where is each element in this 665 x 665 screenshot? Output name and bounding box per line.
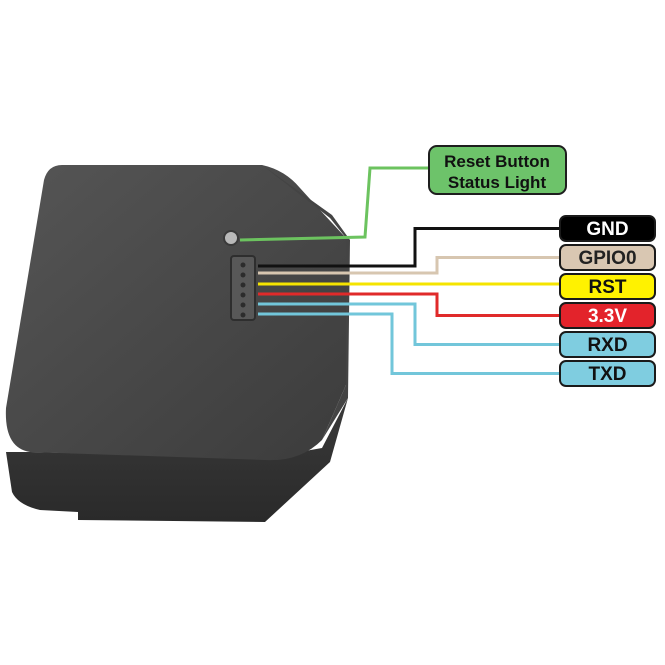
device-bottom-face — [6, 398, 348, 522]
device-module — [5, 165, 350, 522]
wires — [258, 227, 560, 375]
wire-v33 — [258, 292, 560, 317]
pin-label-text-gpio0: GPIO0 — [578, 248, 636, 269]
pin-label-box-rst — [559, 273, 656, 300]
pin-label-box-txd — [559, 360, 656, 387]
wire-gnd — [258, 227, 560, 268]
pin-label-rxd: RXD — [559, 331, 656, 358]
pin-label-box-v33 — [559, 302, 656, 329]
pin-label-txd: TXD — [559, 360, 656, 387]
status-led — [223, 230, 239, 246]
pin-label-gnd: GND — [559, 215, 656, 242]
pin-header-holes — [240, 262, 246, 318]
wire-gpio0 — [258, 256, 560, 275]
pin-label-box-gpio0 — [559, 244, 656, 271]
wire-rxd — [258, 302, 560, 346]
pin-label-box-gnd — [559, 215, 656, 242]
pin-label-rst: RST — [559, 273, 656, 300]
pin-label-text-rst: RST — [589, 277, 627, 298]
callout-line1: Reset Button — [444, 152, 550, 171]
pin-label-text-v33: 3.3V — [588, 306, 627, 327]
wire-txd — [258, 312, 560, 375]
pin-label-text-rxd: RXD — [587, 335, 627, 356]
pin-label-box-rxd — [559, 331, 656, 358]
pin-label-v33: 3.3V — [559, 302, 656, 329]
pin-label-text-txd: TXD — [589, 364, 627, 385]
callout-box — [428, 145, 567, 195]
pin-label-text-gnd: GND — [586, 219, 628, 240]
callout-wire — [239, 166, 430, 242]
pin-label-gpio0: GPIO0 — [559, 244, 656, 271]
reset-status-callout: Reset Button Status Light — [428, 145, 567, 195]
callout-line2: Status Light — [448, 173, 547, 192]
pin-header — [230, 255, 256, 321]
